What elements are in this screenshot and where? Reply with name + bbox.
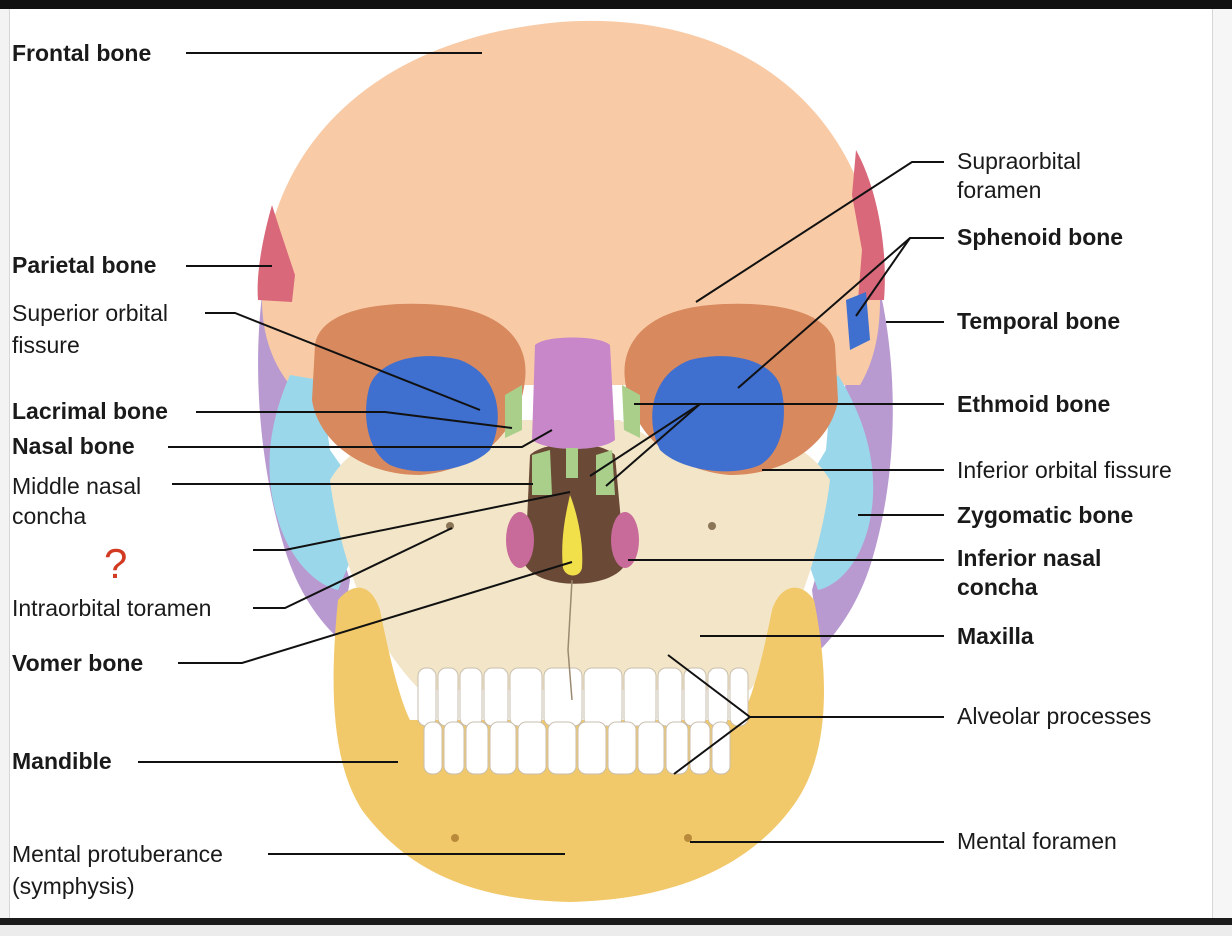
bottom-border	[0, 918, 1232, 925]
inferior-nasal-concha-right	[611, 512, 639, 568]
leader-lines	[138, 52, 944, 855]
leader-ethmoid-2	[605, 403, 701, 487]
footer-strip	[0, 925, 1232, 936]
upper-tooth	[583, 667, 623, 727]
label-inferior-nasal-concha: Inferior nasal concha	[957, 545, 1102, 600]
leader-lacrimal	[196, 411, 513, 429]
leader-supraorbital-foramen	[695, 161, 944, 303]
ethmoid-bone-right	[622, 385, 640, 438]
infraorbital-foramen-right	[708, 522, 716, 530]
label-maxilla: Maxilla	[957, 623, 1034, 649]
upper-tooth	[729, 667, 749, 727]
upper-tooth	[417, 667, 437, 727]
label-zygomatic-bone: Zygomatic bone	[957, 502, 1134, 528]
lower-tooth	[665, 721, 689, 775]
lower-tooth	[711, 721, 731, 775]
right-page-edge	[1212, 9, 1232, 918]
lower-tooth	[443, 721, 465, 775]
parietal-bone-right	[852, 150, 885, 300]
label-frontal-bone: Frontal bone	[12, 40, 152, 66]
mental-foramen-right	[684, 834, 692, 842]
label-mental-protuberance: Mental protuberance (symphysis)	[12, 841, 223, 899]
sphenoid-bone-lateral-right	[846, 292, 870, 350]
label-lacrimal-bone: Lacrimal bone	[12, 398, 168, 424]
label-inferior-orbital-fissure: Inferior orbital fissure	[957, 457, 1172, 483]
mental-foramen-left	[451, 834, 459, 842]
label-vomer-bone: Vomer bone	[12, 650, 144, 676]
label-temporal-bone: Temporal bone	[957, 308, 1121, 334]
left-page-edge	[0, 9, 10, 918]
upper-tooth	[623, 667, 657, 727]
upper-tooth	[437, 667, 459, 727]
upper-tooth	[483, 667, 509, 727]
label-alveolar-processes: Alveolar processes	[957, 703, 1152, 729]
intermaxillary-suture	[567, 579, 573, 701]
vomer	[562, 495, 583, 576]
question-mark: ?	[104, 540, 128, 587]
upper-tooth	[683, 667, 707, 727]
leader-question	[253, 491, 571, 551]
label-mandible: Mandible	[12, 748, 112, 774]
label-mental-foramen: Mental foramen	[957, 828, 1117, 854]
nasal-bone	[532, 337, 615, 449]
label-supraorbital-foramen: Supraorbital foramen	[957, 148, 1082, 203]
inferior-nasal-concha-left	[506, 512, 534, 568]
label-parietal-bone: Parietal bone	[12, 252, 157, 278]
label-sphenoid-bone: Sphenoid bone	[957, 224, 1124, 250]
upper-tooth	[459, 667, 483, 727]
middle-nasal-concha-left	[532, 450, 552, 495]
label-superior-orbital-fissure: Superior orbital fissure	[12, 300, 168, 358]
label-infraorbital-foramen: Intraorbital toramen	[12, 595, 212, 621]
upper-tooth	[657, 667, 683, 727]
lower-tooth	[607, 721, 637, 775]
ethmoid-bone-left	[505, 385, 522, 438]
upper-tooth	[543, 667, 583, 727]
label-nasal-bone: Nasal bone	[12, 433, 135, 459]
middle-nasal-concha-right	[596, 450, 615, 495]
septum-ethmoid	[566, 448, 578, 478]
lower-tooth	[517, 721, 547, 775]
lower-tooth	[547, 721, 577, 775]
leader-vomer	[178, 561, 573, 664]
sphenoid-bone-right	[652, 356, 784, 472]
lower-tooth	[689, 721, 711, 775]
label-ethmoid-bone: Ethmoid bone	[957, 391, 1111, 417]
lower-tooth	[489, 721, 517, 775]
leader-infraorbital-foramen	[253, 527, 453, 609]
lower-tooth	[423, 721, 443, 775]
leader-sphenoid-2	[855, 237, 911, 317]
leader-nasal	[168, 429, 553, 448]
frontal-bone	[262, 20, 880, 386]
lower-tooth	[465, 721, 489, 775]
leader-superior-orbital-fissure	[205, 312, 481, 411]
label-middle-nasal-concha: Middle nasal concha	[12, 473, 142, 529]
upper-tooth	[509, 667, 543, 727]
lower-teeth	[423, 721, 731, 775]
lower-tooth	[637, 721, 665, 775]
top-border	[0, 0, 1232, 9]
parietal-bone-left	[257, 205, 295, 302]
sphenoid-bone-left	[366, 356, 498, 472]
lower-tooth	[577, 721, 607, 775]
leader-alveolar-processes-2	[673, 716, 751, 775]
